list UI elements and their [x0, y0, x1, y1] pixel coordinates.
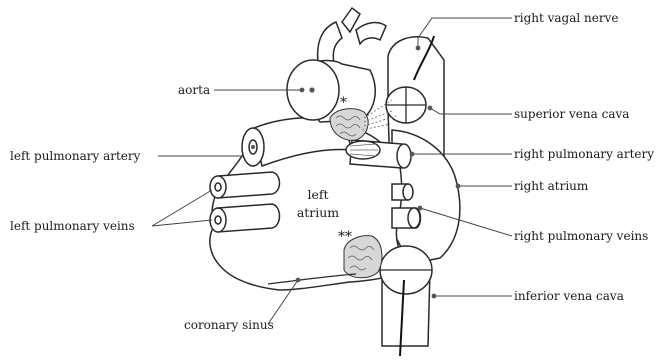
label-right-atrium: right atrium — [514, 179, 588, 193]
label-aorta: aorta — [178, 83, 210, 97]
label-left-atrium-line1: left — [298, 188, 338, 202]
right-pulmonary-artery — [346, 140, 411, 168]
label-right-pulmonary-artery: right pulmonary artery — [514, 147, 654, 161]
label-superior-vena-cava: superior vena cava — [514, 107, 629, 121]
aortic-branches — [318, 8, 386, 64]
label-right-vagal-nerve: right vagal nerve — [514, 11, 619, 25]
label-left-pulmonary-veins: left pulmonary veins — [10, 219, 135, 233]
asterisk-double: ** — [338, 230, 352, 244]
inferior-vena-cava — [380, 246, 432, 346]
asterisk-single: * — [340, 96, 347, 110]
label-left-pulmonary-artery: left pulmonary artery — [10, 149, 140, 163]
label-right-pulmonary-veins: right pulmonary veins — [514, 229, 648, 243]
label-inferior-vena-cava: inferior vena cava — [514, 289, 624, 303]
label-coronary-sinus: coronary sinus — [184, 318, 274, 332]
label-left-atrium-line2: atrium — [288, 206, 348, 220]
